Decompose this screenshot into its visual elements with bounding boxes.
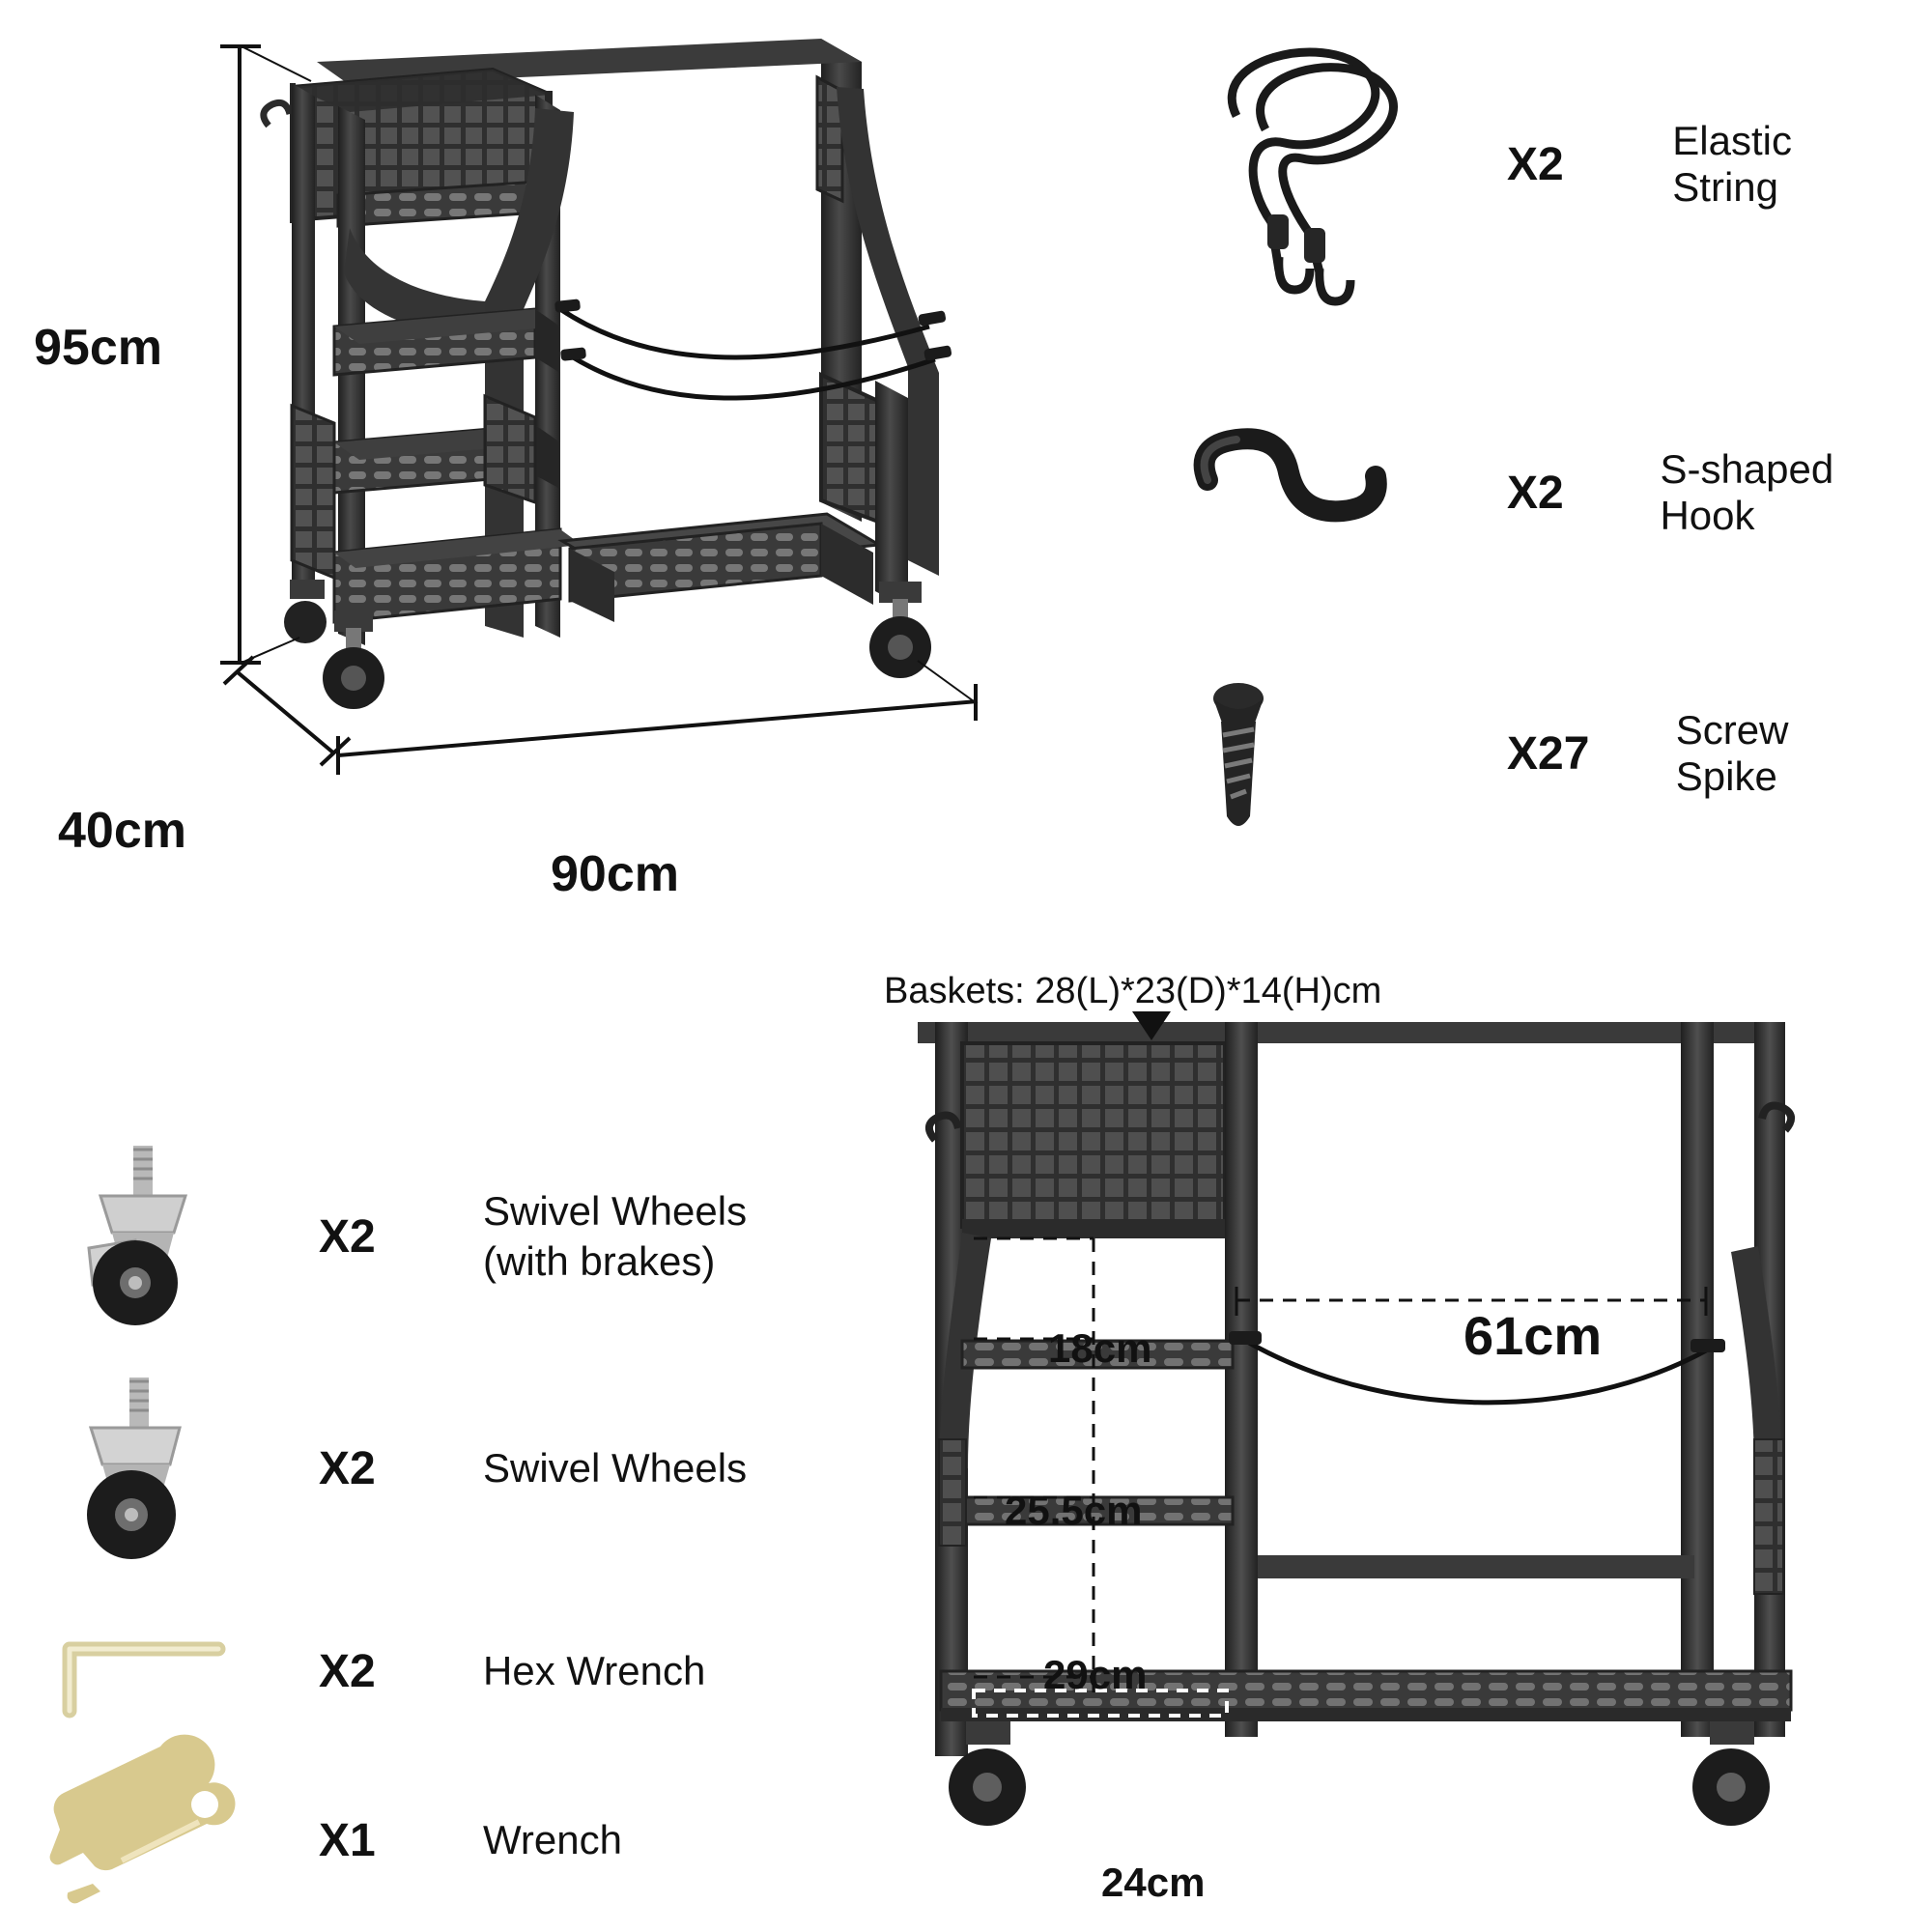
dimension-height-label: 95cm bbox=[34, 320, 162, 376]
part-qty-screw-spike: X27 bbox=[1507, 727, 1590, 780]
dimension-18cm-label: 18cm bbox=[1048, 1325, 1152, 1371]
product-illustration-detail bbox=[918, 1014, 1903, 1913]
part-label-hex-wrench: Hex Wrench bbox=[483, 1647, 706, 1693]
dimension-line-depth bbox=[236, 670, 336, 755]
caster-back-left bbox=[284, 580, 327, 643]
top-basket bbox=[960, 1041, 1227, 1229]
dimension-29cm-label: 29cm bbox=[1043, 1652, 1148, 1697]
part-qty-swivel-wheels-brakes: X2 bbox=[319, 1210, 376, 1263]
part-qty-s-hook: X2 bbox=[1507, 467, 1564, 519]
caster-front-left bbox=[323, 611, 384, 709]
caster-icon bbox=[87, 1378, 182, 1559]
dimension-guide-24cm bbox=[972, 1689, 1229, 1718]
dimension-24cm-label: 24cm bbox=[1101, 1860, 1206, 1905]
dimension-255cm-label: 25.5cm bbox=[1005, 1488, 1143, 1533]
rack-front-view-svg bbox=[220, 39, 979, 775]
part-row-elastic-string: X2 Elastic String bbox=[1179, 29, 1893, 306]
elastic-cord-icon bbox=[1227, 47, 1398, 306]
part-row-swivel-wheels: X2 Swivel Wheels bbox=[29, 1372, 860, 1565]
shelf-middle bbox=[960, 1339, 1235, 1370]
baskets-dimension-caption: Baskets: 28(L)*23(D)*14(H)cm bbox=[884, 971, 1382, 1011]
wrench-icon bbox=[49, 1734, 236, 1904]
rack-elevation-svg bbox=[918, 1022, 1795, 1826]
caster-brake-icon bbox=[87, 1146, 188, 1325]
dimension-depth-label: 40cm bbox=[58, 803, 186, 859]
part-qty-elastic-string: X2 bbox=[1507, 138, 1564, 190]
dimension-61cm-label: 61cm bbox=[1463, 1305, 1603, 1366]
part-label-swivel-wheels: Swivel Wheels bbox=[483, 1444, 748, 1491]
part-label-swivel-wheels-brakes-line1: Swivel Wheels bbox=[483, 1187, 748, 1234]
part-label-wrench: Wrench bbox=[483, 1816, 622, 1862]
part-qty-wrench: X1 bbox=[319, 1814, 376, 1866]
part-row-s-hook: X2 S-shaped Hook bbox=[1179, 406, 1893, 580]
part-row-hex-wrench: X2 Hex Wrench bbox=[29, 1604, 860, 1739]
part-row-swivel-wheels-brakes: X2 Swivel Wheels (with brakes) bbox=[29, 1140, 860, 1333]
part-label-elastic-string: Elastic String bbox=[1672, 118, 1792, 210]
caster-front-right bbox=[869, 582, 931, 678]
part-label-screw-spike: Screw Spike bbox=[1675, 707, 1789, 799]
part-qty-swivel-wheels: X2 bbox=[319, 1442, 376, 1494]
dimension-line-width bbox=[337, 699, 979, 757]
part-row-wrench: X1 Wrench bbox=[29, 1734, 860, 1913]
product-illustration-main bbox=[145, 19, 1072, 775]
part-qty-hex-wrench: X2 bbox=[319, 1645, 376, 1697]
hex-wrench-icon bbox=[62, 1641, 226, 1719]
part-label-swivel-wheels-brakes-line2: (with brakes) bbox=[483, 1238, 716, 1284]
dimension-width-label: 90cm bbox=[551, 846, 679, 902]
part-row-screw-spike: X27 Screw Spike bbox=[1179, 667, 1893, 840]
part-label-s-hook: S-shaped Hook bbox=[1660, 446, 1834, 538]
s-hook-icon bbox=[1193, 428, 1387, 523]
basket-pointer-arrow bbox=[1130, 1009, 1173, 1042]
screw-icon bbox=[1213, 683, 1264, 826]
